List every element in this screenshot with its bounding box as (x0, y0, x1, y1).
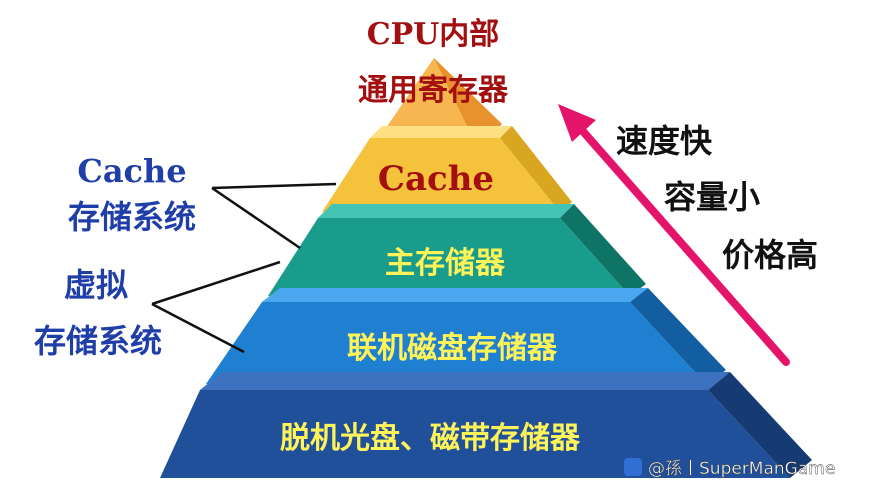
price-high-label: 价格高 (722, 236, 818, 274)
capacity-small-label: 容量小 (664, 178, 760, 216)
virtual-system-label-line1: 虚拟 (64, 266, 128, 304)
pyramid-level-offline-storage: 脱机光盘、磁带存储器 (160, 372, 812, 478)
cache-system-label-line1: Cache (77, 152, 186, 190)
disk-top-face (262, 288, 648, 302)
offline-side-face (708, 372, 812, 478)
cache-label: Cache (378, 159, 494, 199)
pyramid-level-registers (386, 58, 502, 136)
online-disk-label: 联机磁盘存储器 (347, 331, 558, 366)
watermark-text: @孫丨SuperManGame (648, 459, 835, 479)
cache-system-bracket (211, 182, 337, 250)
cache-side-face (500, 126, 572, 212)
registers-label-line1: CPU内部 (367, 17, 500, 52)
pyramid-level-main-memory: 主存储器 (268, 204, 646, 296)
pyramid-level-cache: Cache (322, 126, 572, 212)
main-top-face (318, 204, 574, 218)
virtual-system-bracket (151, 260, 281, 354)
offline-front-face (160, 390, 790, 478)
disk-side-face (630, 288, 726, 384)
main-memory-label: 主存储器 (385, 246, 506, 281)
cache-system-label-line2: 存储系统 (68, 198, 196, 236)
speed-arrow (558, 104, 790, 366)
disk-front-face (206, 302, 706, 384)
arrow-head (558, 104, 596, 142)
pyramid-level-online-disk: 联机磁盘存储器 (206, 288, 726, 384)
apex-side-face (434, 58, 502, 136)
main-side-face (560, 204, 646, 296)
watermark-logo-icon (624, 458, 642, 476)
registers-label-line2: 通用寄存器 (358, 73, 509, 108)
apex-front-face (386, 58, 490, 136)
main-front-face (268, 218, 630, 296)
offline-top-face (200, 372, 730, 390)
watermark: @孫丨SuperManGame (624, 458, 835, 479)
cache-front-face (322, 138, 560, 212)
speed-fast-label: 速度快 (616, 122, 713, 160)
cache-top-face (370, 126, 512, 138)
offline-storage-label: 脱机光盘、磁带存储器 (280, 421, 581, 456)
virtual-system-label-line2: 存储系统 (34, 322, 162, 360)
